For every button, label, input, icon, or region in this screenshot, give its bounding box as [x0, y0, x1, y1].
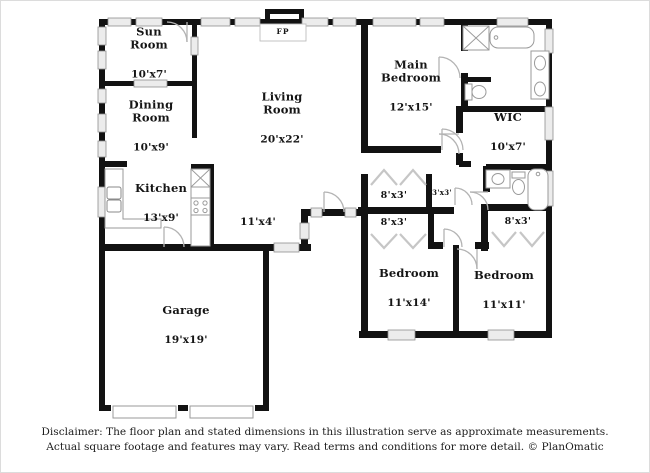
room-name: WIC [493, 109, 523, 124]
wall-garage-bottom [99, 405, 269, 411]
wall-bedroom-divider [453, 245, 459, 338]
hall-bathroom-fixtures [485, 168, 549, 211]
toilet-hall-bath [511, 171, 526, 195]
closet-chevrons [370, 168, 545, 250]
range-stove [190, 197, 211, 216]
room-label-sun-room: Sun Room 10'x7' [129, 7, 169, 98]
room-dims: 10'x7' [490, 140, 526, 153]
wall-toilet-alcove [463, 77, 491, 82]
chevrons-closet-hall-bottom [370, 233, 427, 250]
room-dims: 20'x22' [260, 132, 304, 145]
room-label-living-room: Living Room 20'x22' [257, 72, 307, 163]
wall-hallbath-top [486, 164, 552, 170]
label-hallway-dims: 11'x4' [240, 216, 276, 229]
kitchen-counter [104, 168, 162, 229]
room-label-kitchen: Kitchen 13'x9' [135, 164, 187, 242]
room-dims: 13'x9' [143, 211, 179, 224]
label-closet-hall-top: 8'x3' [380, 189, 408, 201]
wall-closet2-west [481, 211, 488, 251]
door-hall-bathroom [469, 191, 489, 211]
room-dims: 12'x15' [389, 100, 433, 113]
door-sunroom [166, 21, 188, 43]
wall-mainbath-wic-divider [461, 106, 552, 112]
room-label-wic: WIC 10'x7' [490, 93, 526, 171]
wall-hall-west [428, 207, 434, 249]
wall-wic-west [456, 106, 463, 133]
wall-wing-west [361, 174, 368, 338]
disclaimer-line-2: Actual square footage and features may v… [46, 441, 604, 454]
room-dims: 11'x14' [387, 296, 431, 309]
wall-garage-east [263, 247, 269, 407]
room-label-bedroom-left: Bedroom 11'x14' [379, 249, 439, 327]
vanity-hall-bath [485, 169, 511, 189]
room-dims: 11'x11' [482, 298, 526, 311]
room-dims: 19'x19' [164, 333, 208, 346]
kitchen-fixtures [104, 168, 211, 247]
kitchen-sink-bowl-1 [106, 186, 122, 200]
label-fireplace: FP [276, 26, 290, 36]
door-arcs [163, 21, 489, 270]
room-name: Living Room [261, 89, 303, 117]
room-name: Garage [162, 302, 210, 317]
label-closet-hall-bottom: 8'x3' [380, 216, 408, 228]
room-label-bedroom-right: Bedroom 11'x11' [474, 251, 534, 329]
wall-kitchen-column-cap [191, 164, 214, 169]
door-main-bedroom [441, 128, 464, 151]
room-name: Kitchen [134, 180, 188, 195]
wall-wic-bottom-stub [459, 161, 471, 167]
wall-dining-east [192, 86, 197, 138]
fireplace-hearth [259, 23, 307, 42]
room-name: Bedroom [378, 265, 440, 280]
wall-mainbed-west [361, 19, 368, 153]
room-dims: 10'x9' [133, 140, 169, 153]
chevrons-closet-hall-top [370, 168, 427, 186]
label-closet-bedroom-right: 8'x3' [504, 215, 532, 227]
door-bedroom-left [443, 228, 463, 248]
wall-closet-middle [358, 207, 454, 214]
room-label-main-bedroom: Main Bedroom 12'x15' [379, 40, 443, 131]
wall-south [99, 244, 311, 251]
room-name: Dining Room [128, 97, 174, 125]
toilet-main [464, 83, 487, 101]
pantry-cabinet [190, 168, 211, 188]
room-label-garage: Garage 19'x19' [162, 286, 209, 364]
garage-door-right [189, 405, 254, 419]
door-bedroom-right [456, 248, 478, 270]
room-label-dining-room: Dining Room 10'x9' [124, 80, 178, 171]
chevrons-closet-bedroom-right [491, 231, 545, 248]
wall-wic-west-stub [456, 153, 463, 165]
wall-hall-south-stub-a [428, 242, 443, 249]
disclaimer-line-1: Disclaimer: The floor plan and stated di… [41, 426, 609, 438]
garage-door-left [112, 405, 177, 419]
door-front-entry [323, 191, 345, 213]
double-vanity [530, 50, 550, 100]
disclaimer-text: Disclaimer: The floor plan and stated di… [1, 425, 649, 455]
wall-linen-divider [426, 174, 432, 207]
kitchen-sink-bowl-2 [106, 199, 122, 213]
door-wic [438, 133, 460, 155]
wall-mainbed-bottom [361, 146, 441, 153]
door-main-bathroom [438, 56, 461, 79]
fireplace-structure [265, 9, 304, 24]
wall-entry [301, 209, 368, 216]
room-name: Bedroom [473, 267, 535, 282]
door-linen-closet [454, 187, 473, 206]
room-name: Main Bedroom [380, 57, 442, 85]
bathtub-hall [527, 168, 549, 211]
wall-kitchen-stub [99, 161, 127, 167]
shower [462, 25, 490, 51]
label-closet-linen: 3'x3' [432, 188, 452, 198]
bathtub-main [489, 26, 535, 49]
room-name: Sun Room [130, 24, 168, 52]
wall-kitchen-column-east [209, 166, 214, 246]
garage-doors [111, 405, 255, 419]
room-dims: 10'x7' [131, 67, 167, 80]
wall-hallbath-bottom [481, 204, 552, 211]
windows [97, 17, 554, 341]
door-kitchen-garage [163, 226, 185, 248]
main-bathroom-fixtures [462, 25, 550, 101]
